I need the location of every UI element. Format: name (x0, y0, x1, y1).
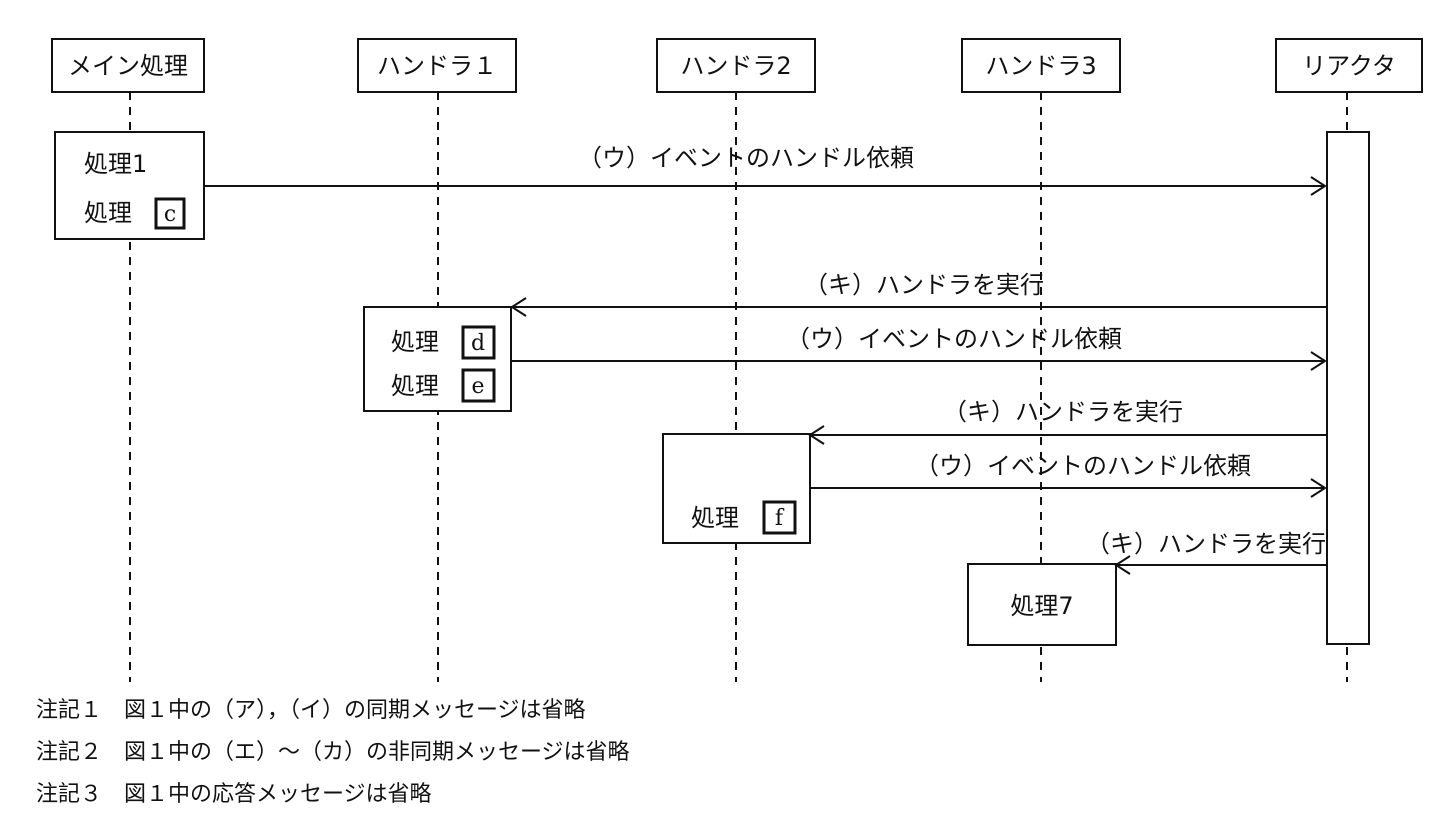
message-label: （キ）ハンドラを実行 (1086, 530, 1326, 558)
message-label: （ウ）イベントのハンドル依頼 (578, 144, 914, 172)
lane-header-h3: ハンドラ3 (961, 38, 1121, 93)
activation-line-text: 処理 (84, 199, 132, 227)
message-6: （キ）ハンドラを実行 (1086, 530, 1327, 575)
message-2: （キ）ハンドラを実行 (510, 271, 1327, 317)
blank-box-c (154, 197, 186, 230)
lane-header-main: メイン処理 (51, 38, 205, 93)
lane-header-label: メイン処理 (68, 52, 188, 80)
activation-line-text: 処理1 (84, 150, 147, 178)
blank-box-f (762, 500, 797, 535)
message-4: （キ）ハンドラを実行 (808, 398, 1327, 445)
sequence-diagram: メイン処理 ハンドラ１ ハンドラ2 ハンドラ3 リアクタ 処理1 処理 c 処理… (51, 38, 1423, 682)
activation-line-text: 処理 (691, 504, 739, 532)
blank-letter: e (471, 374, 484, 399)
lane-header-label: ハンドラ3 (985, 52, 1096, 80)
activation-h2: 処理 f (662, 433, 811, 544)
lane-header-label: ハンドラ１ (377, 52, 497, 80)
message-3: （ウ）イベントのハンドル依頼 (511, 325, 1327, 371)
activation-main: 処理1 処理 c (54, 131, 205, 240)
message-label: （ウ）イベントのハンドル依頼 (915, 452, 1251, 480)
blank-box-e (461, 368, 496, 403)
activation-line-text: 処理 (391, 372, 439, 400)
blank-letter: c (164, 202, 176, 227)
message-5: （ウ）イベントのハンドル依頼 (810, 452, 1327, 498)
note-2: 注記２ 図１中の（エ）～（カ）の非同期メッセージは省略 (36, 740, 630, 765)
lane-header-reactor: リアクタ (1275, 38, 1423, 93)
message-1: （ウ）イベントのハンドル依頼 (204, 144, 1327, 196)
note-1: 注記１ 図１中の（ア），（イ）の同期メッセージは省略 (36, 698, 586, 723)
message-label: （キ）ハンドラを実行 (943, 398, 1183, 426)
blank-letter: d (471, 331, 485, 356)
activation-h1: 処理 d 処理 e (363, 306, 512, 412)
note-3: 注記３ 図１中の応答メッセージは省略 (36, 782, 432, 807)
activation-h3: 処理7 (967, 563, 1117, 646)
blank-letter: f (775, 506, 785, 531)
reactor-activation-bar (1326, 131, 1370, 645)
lane-header-h1: ハンドラ１ (357, 38, 517, 93)
lane-header-label: リアクタ (1302, 52, 1396, 80)
activation-line-text: 処理 (391, 328, 439, 356)
activation-line-text: 処理7 (1010, 592, 1073, 620)
blank-box-d (461, 325, 496, 360)
message-label: （ウ）イベントのハンドル依頼 (786, 325, 1122, 353)
notes-list: 注記１ 図１中の（ア），（イ）の同期メッセージは省略 注記２ 図１中の（エ）～（… (36, 690, 630, 816)
lane-header-h2: ハンドラ2 (656, 38, 816, 93)
lane-header-label: ハンドラ2 (680, 52, 791, 80)
message-label: （キ）ハンドラを実行 (804, 271, 1044, 299)
